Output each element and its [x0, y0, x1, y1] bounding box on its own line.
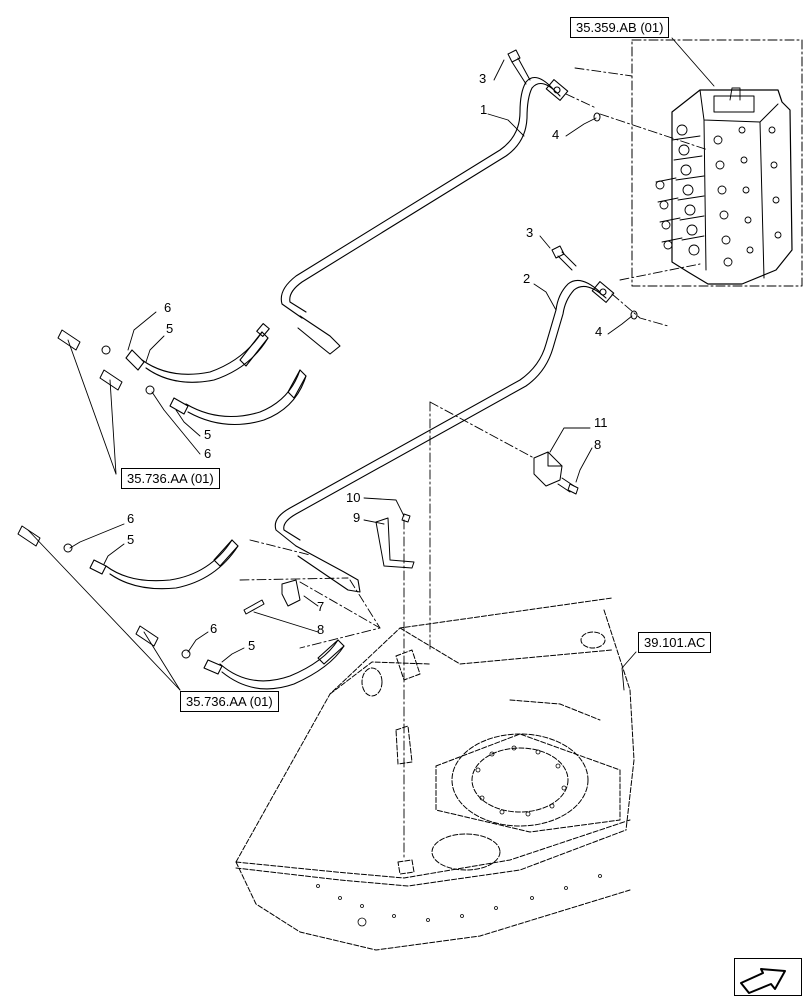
clamp-11 — [533, 451, 563, 487]
bolt-8-upper — [557, 477, 579, 495]
callout-11: 11 — [594, 415, 608, 430]
callout-3-upper: 3 — [479, 71, 487, 86]
callout-5-b: 5 — [204, 427, 212, 442]
seal-4-lower — [630, 310, 638, 320]
hose-lower-2 — [203, 639, 345, 690]
callout-6-c: 6 — [127, 511, 135, 526]
fittings-left — [17, 329, 191, 659]
hose-upper-2 — [169, 369, 307, 425]
seal-4-upper — [593, 112, 601, 122]
callout-5-c: 5 — [127, 532, 135, 547]
next-page-arrow-icon — [740, 968, 786, 994]
callout-6-d: 6 — [210, 621, 218, 636]
callout-2: 2 — [523, 271, 531, 286]
bolt-8-lower — [243, 599, 265, 615]
callout-3-lower: 3 — [526, 225, 534, 240]
callout-5-d: 5 — [248, 638, 256, 653]
frame-phantom — [235, 597, 635, 951]
callout-4-upper: 4 — [552, 127, 560, 142]
frame-holes — [316, 745, 602, 927]
reference-leaders — [27, 339, 181, 691]
bolt-3-upper — [507, 49, 531, 85]
callout-4-lower: 4 — [595, 324, 603, 339]
control-valve — [631, 39, 803, 287]
callout-6-a: 6 — [164, 300, 172, 315]
valve-ports — [655, 87, 782, 267]
callout-10: 10 — [346, 490, 361, 505]
bolt-10 — [401, 513, 411, 523]
callout-1: 1 — [480, 102, 488, 117]
next-page-button[interactable] — [734, 958, 802, 996]
assembly-leaders — [239, 67, 709, 861]
callout-8-lower: 8 — [317, 622, 325, 637]
hose-lower-1 — [89, 539, 239, 590]
callout-7: 7 — [317, 599, 325, 614]
bracket-9 — [375, 517, 415, 569]
callout-8-upper: 8 — [594, 437, 602, 452]
callout-leaders — [69, 37, 715, 691]
tube-1 — [280, 76, 569, 355]
reference-fittings-lower[interactable]: 35.736.AA (01) — [180, 691, 279, 713]
callout-6-b: 6 — [204, 446, 212, 461]
reference-frame[interactable]: 39.101.AC — [638, 632, 712, 654]
bolt-3-lower — [551, 245, 577, 271]
clamp-7 — [281, 579, 301, 607]
callout-9: 9 — [353, 510, 361, 525]
reference-control-valve[interactable]: 35.359.AB (01) — [570, 17, 670, 39]
callout-5-a: 5 — [166, 321, 174, 336]
reference-fittings-upper[interactable]: 35.736.AA (01) — [121, 468, 220, 490]
tube-2 — [274, 279, 615, 593]
hose-upper-1 — [125, 323, 270, 383]
valve-phantom-box — [631, 39, 803, 287]
